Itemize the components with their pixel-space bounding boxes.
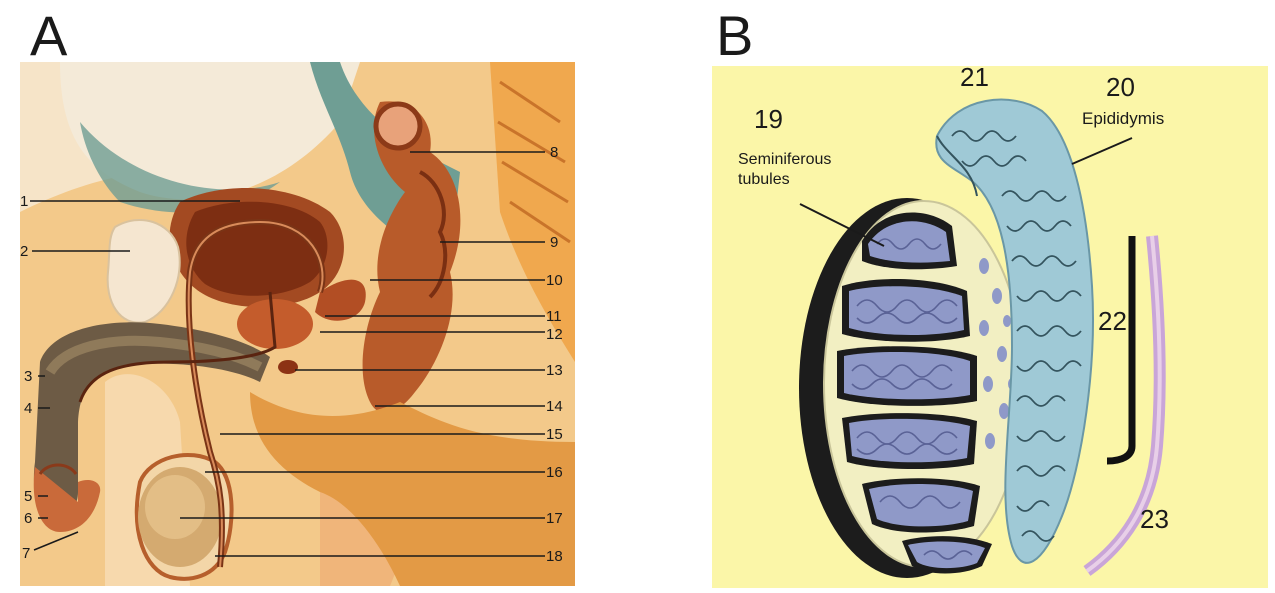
- label-17: 17: [546, 510, 563, 527]
- label-6: 6: [24, 510, 32, 527]
- panel-a-letter: A: [30, 8, 67, 64]
- male-pelvis-sagittal-diagram: 1 2 3 4 5 6 7 8 9 10 11 12 13 14 15 16 1…: [20, 62, 575, 586]
- label-11: 11: [546, 308, 562, 325]
- label-2: 2: [20, 243, 28, 260]
- testis-cross-section-diagram: 19 Seminiferous tubules 21 20 Epididymis…: [712, 66, 1268, 588]
- label-7: 7: [22, 545, 30, 562]
- label-13: 13: [546, 362, 563, 379]
- label-22: 22: [1098, 306, 1127, 336]
- epididymis-label: Epididymis: [1082, 109, 1164, 128]
- label-4: 4: [24, 400, 32, 417]
- testis-illustration: 19 Seminiferous tubules 21 20 Epididymis…: [712, 66, 1268, 588]
- label-3: 3: [24, 368, 32, 385]
- label-18: 18: [546, 548, 563, 565]
- label-5: 5: [24, 488, 32, 505]
- pelvis-illustration: 1 2 3 4 5 6 7 8 9 10 11 12 13 14 15 16 1…: [20, 62, 575, 586]
- label-23: 23: [1140, 504, 1169, 534]
- label-19: 19: [754, 104, 783, 134]
- label-1: 1: [20, 193, 28, 210]
- label-12: 12: [546, 326, 563, 343]
- label-16: 16: [546, 464, 563, 481]
- label-14: 14: [546, 398, 563, 415]
- panel-b-letter: B: [716, 8, 753, 64]
- label-10: 10: [546, 272, 563, 289]
- label-20: 20: [1106, 72, 1135, 102]
- label-21: 21: [960, 66, 989, 92]
- label-9: 9: [550, 234, 558, 251]
- label-15: 15: [546, 426, 563, 443]
- label-8: 8: [550, 144, 558, 161]
- seminiferous-label-line1: Seminiferous: [738, 151, 831, 168]
- seminiferous-label-line2: tubules: [738, 171, 790, 188]
